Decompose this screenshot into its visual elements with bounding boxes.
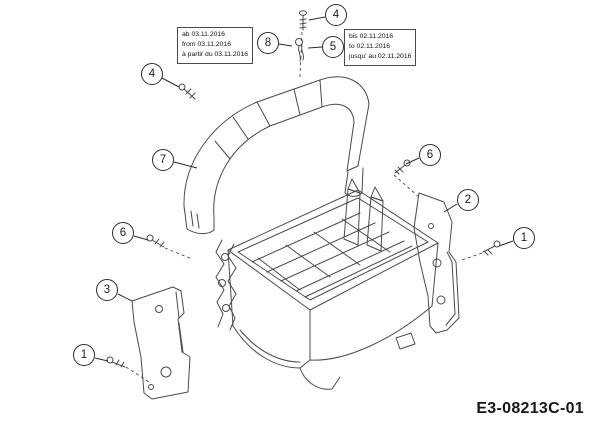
screw-icon-top <box>299 10 307 31</box>
left-bracket-part <box>131 286 191 400</box>
callout-7: 7 <box>152 149 174 171</box>
right-bracket-part <box>413 192 460 334</box>
rear-cover-part <box>183 76 370 235</box>
note-line: bis 02.11.2016 <box>349 33 394 40</box>
date-note-from: ab 03.11.2016 from 03.11.2016 à partir d… <box>177 27 254 64</box>
note-line: from 03.11.2016 <box>182 41 231 49</box>
screw-icon-right-upper <box>394 159 411 175</box>
callout-1-right: 1 <box>513 227 535 249</box>
part-code: E3-08213C-01 <box>476 400 584 417</box>
callout-4-top: 4 <box>325 4 347 26</box>
callout-6-left: 6 <box>112 222 134 244</box>
note-line: ab 03.11.2016 <box>182 31 225 38</box>
construction-lines <box>125 31 483 383</box>
cotter-pin-icon <box>295 38 304 62</box>
callout-2: 2 <box>457 189 479 211</box>
callout-1-bottom: 1 <box>73 344 95 366</box>
screw-icon-upper-left <box>178 83 196 100</box>
callout-6-right: 6 <box>419 144 441 166</box>
note-line: to 02.11.2016 <box>349 43 391 51</box>
screw-icon-right-lower <box>482 240 501 256</box>
callout-8: 8 <box>257 32 279 54</box>
leader-lines <box>94 16 514 362</box>
screw-icon-bottom-left <box>106 356 126 368</box>
note-line: à partir du 03.11.2016 <box>182 51 249 59</box>
note-line: jusqu' au 02.11.2016 <box>349 53 412 61</box>
callout-3: 3 <box>96 279 118 301</box>
callout-4-left: 4 <box>141 63 163 85</box>
date-note-until: bis 02.11.2016 to 02.11.2016 jusqu' au 0… <box>344 29 417 66</box>
housing-part <box>215 178 439 390</box>
callout-5: 5 <box>322 36 344 58</box>
screw-icon-left-mid <box>146 234 165 248</box>
